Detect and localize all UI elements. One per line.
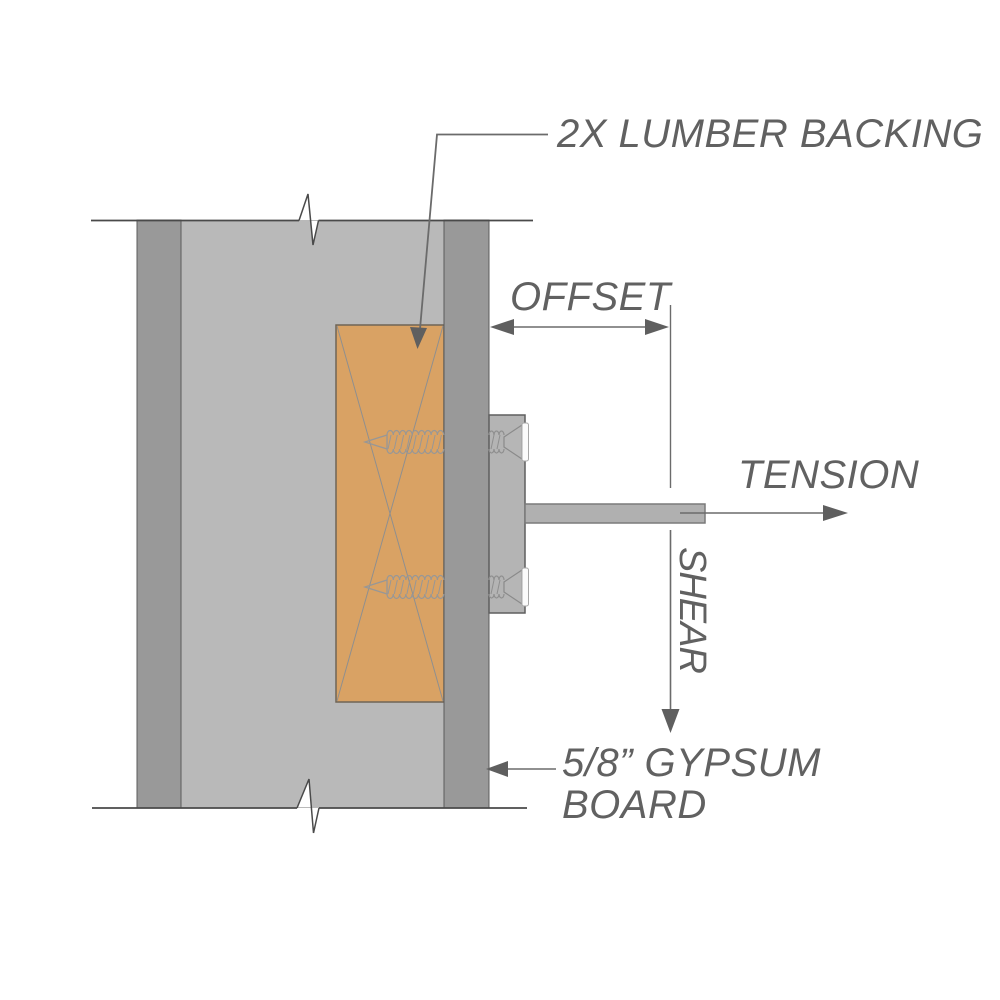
- gypsum-leader-arrow-icon: [486, 761, 556, 777]
- gypsum-board-near-side: [443, 219, 490, 809]
- threaded-rod: [524, 503, 706, 524]
- offset-dimension-arrows-icon: [490, 319, 514, 335]
- label-shear: SHEAR: [671, 547, 713, 673]
- offset-dimension: [490, 305, 672, 488]
- label-tension: TENSION: [738, 453, 920, 497]
- lumber-cross-mark: [336, 325, 444, 702]
- gypsum-board-far-side: [136, 219, 182, 809]
- shear-arrow-icon: [661, 530, 680, 733]
- lumber-leader-arrow-icon: [410, 327, 427, 349]
- lumber-backing: [335, 324, 445, 703]
- tension-arrow-icon: [680, 505, 848, 521]
- label-gypsum-board: 5/8” GYPSUM BOARD: [562, 742, 821, 826]
- label-gypsum-board-line1: 5/8” GYPSUM: [562, 741, 821, 785]
- bottom-boundary-line: [92, 778, 527, 834]
- label-lumber-backing: 2X LUMBER BACKING: [557, 112, 984, 156]
- lumber-leader-line: [410, 133, 548, 349]
- label-gypsum-board-line2: BOARD: [562, 783, 707, 827]
- break-symbol-bottom: [298, 779, 312, 807]
- top-boundary-line: [91, 193, 533, 246]
- label-offset: OFFSET: [510, 275, 671, 319]
